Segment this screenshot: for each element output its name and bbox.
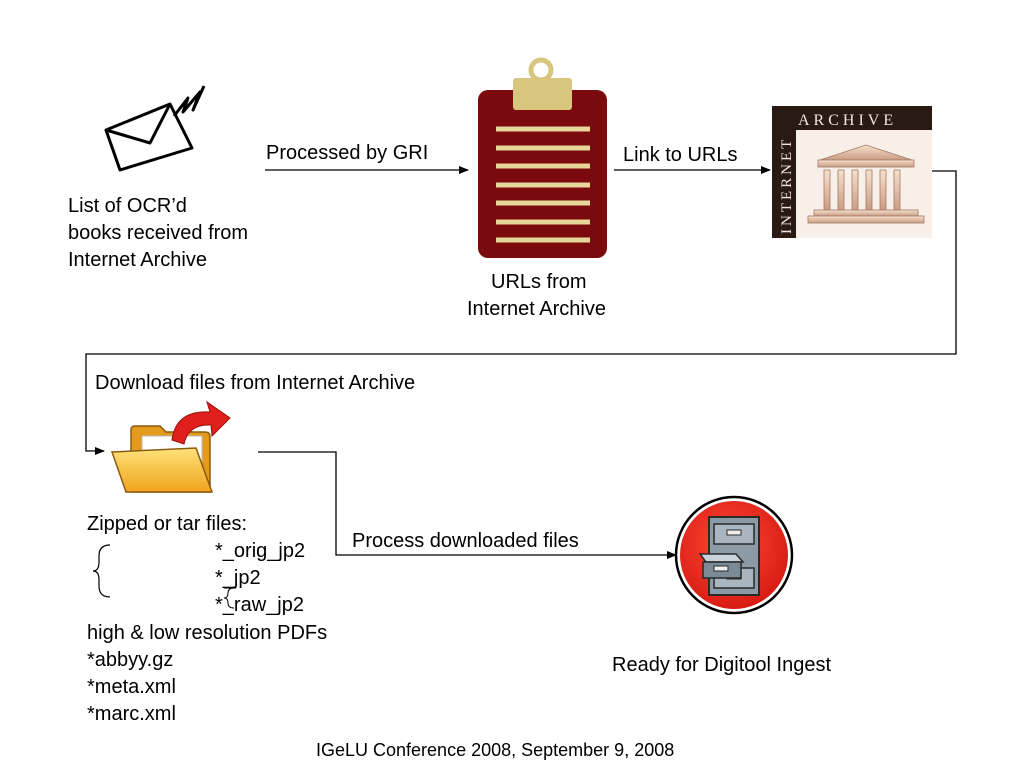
zip-item-jp2: *_jp2: [215, 567, 261, 589]
left-brace: [92, 544, 111, 598]
envelope-caption-line-3: Internet Archive: [68, 249, 207, 271]
edge-label-download-files: Download files from Internet Archive: [95, 372, 416, 394]
zip-item-raw-jp2: *_raw_jp2: [215, 594, 304, 616]
zip-item-orig-jp2: *_orig_jp2: [215, 540, 306, 562]
temple-icon: [807, 144, 925, 224]
clipboard-caption-line-1: URLs from: [491, 271, 587, 293]
file-list-meta: *meta.xml: [87, 676, 176, 698]
envelope-caption-line-2: books received from: [68, 222, 249, 244]
open-folder-icon: [110, 400, 231, 493]
internet-archive-logo: ARCHIVE INTERNET: [772, 106, 932, 238]
small-brace: [223, 587, 235, 609]
zip-heading: Zipped or tar files:: [87, 513, 248, 535]
connectors: [85, 166, 957, 559]
file-list-abbyy: *abbyy.gz: [87, 649, 174, 671]
edge-label-link-to-urls: Link to URLs: [623, 144, 738, 166]
arrow-download-files: [85, 170, 957, 455]
envelope-lightning-icon: [104, 85, 206, 172]
file-list-pdfs: high & low resolution PDFs: [87, 622, 328, 644]
cabinet-caption: Ready for Digitool Ingest: [612, 654, 832, 676]
edge-label-processed-by-gri: Processed by GRI: [266, 142, 429, 164]
edge-label-process-downloaded: Process downloaded files: [352, 530, 579, 552]
arrow-process-downloaded: [258, 451, 677, 559]
slide-footer: IGeLU Conference 2008, September 9, 2008: [316, 740, 675, 760]
file-cabinet-icon: [674, 495, 794, 615]
envelope-caption-line-1: List of OCR’d: [68, 195, 187, 217]
archive-logo-word-top: ARCHIVE: [798, 112, 897, 129]
file-list-marc: *marc.xml: [87, 703, 176, 725]
clipboard-icon: [478, 57, 607, 258]
clipboard-caption-line-2: Internet Archive: [467, 298, 606, 320]
archive-logo-word-side: INTERNET: [779, 137, 795, 234]
